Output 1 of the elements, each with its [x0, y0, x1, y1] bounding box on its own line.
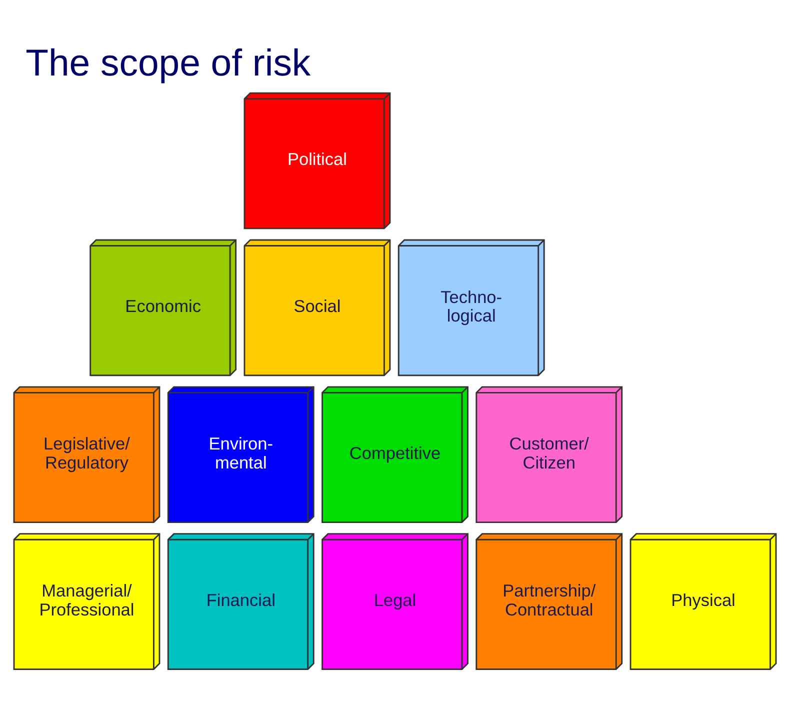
diagram-title: The scope of risk	[26, 41, 311, 84]
